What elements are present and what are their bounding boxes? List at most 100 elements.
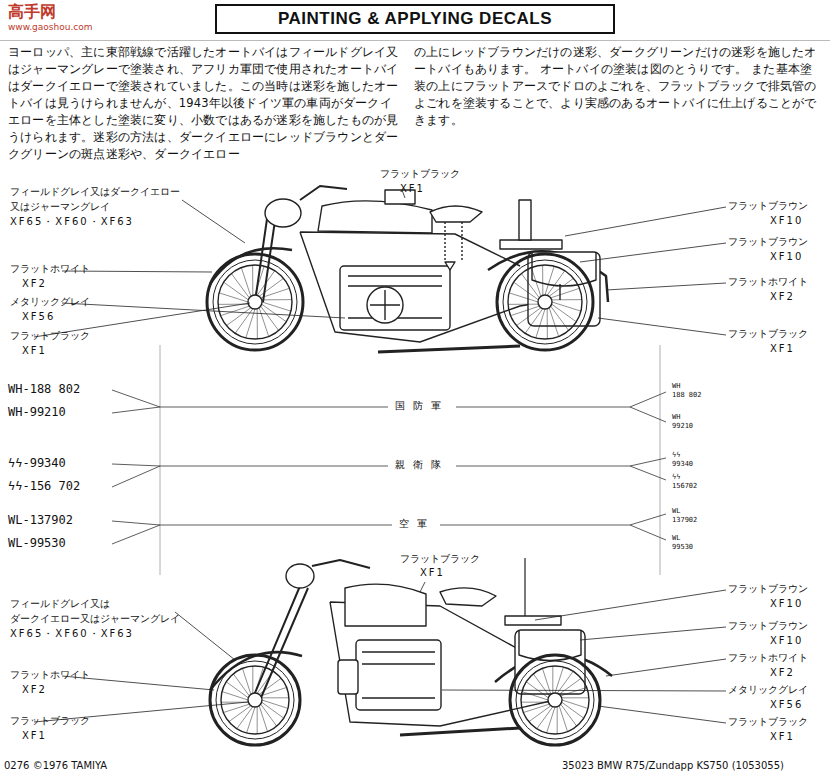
watermark: www.gaoshou.com bbox=[8, 22, 93, 33]
tire bbox=[210, 655, 300, 745]
watermark: 高手网 bbox=[8, 2, 56, 21]
decal-marking: 99340 bbox=[672, 460, 693, 468]
color-callout: フラットブラウン bbox=[728, 583, 808, 595]
color-callout: フラットブラウン bbox=[728, 236, 808, 248]
spoke bbox=[531, 268, 541, 297]
spoke bbox=[523, 704, 549, 712]
spoke bbox=[542, 265, 543, 295]
decal-marking: ϟϟ bbox=[672, 473, 680, 481]
spoke bbox=[549, 278, 573, 296]
spoke bbox=[549, 308, 559, 337]
decal-marking: WL-137902 bbox=[8, 513, 73, 527]
color-callout: メタリックグレイ bbox=[728, 684, 808, 696]
hub bbox=[538, 295, 552, 309]
paint-code: XF2 bbox=[22, 684, 47, 696]
color-callout: メタリックグレイ bbox=[10, 296, 90, 308]
spoke bbox=[259, 706, 267, 732]
spoke bbox=[255, 667, 263, 693]
decal-marking: 156702 bbox=[672, 482, 697, 490]
color-callout: ダークイエロー又はジャーマングレイ bbox=[10, 613, 180, 625]
title-box: PAINTING & APPLYING DECALS bbox=[215, 4, 615, 34]
tire-tread bbox=[503, 260, 587, 344]
spoke bbox=[262, 302, 291, 311]
spoke bbox=[509, 293, 538, 302]
spoke bbox=[522, 692, 548, 700]
paint-code: XF1 bbox=[770, 731, 795, 743]
spoke bbox=[536, 309, 545, 338]
decal-marking: WH bbox=[672, 413, 680, 421]
body-text: ヨーロッパ、主に東部戦線で活躍したオートバイはフィールドグレイ又はジャーマングレ… bbox=[8, 44, 400, 163]
paint-code: XF10 bbox=[770, 598, 803, 610]
paint-code: XF1 bbox=[22, 345, 47, 357]
decal-marking: WH-99210 bbox=[8, 405, 66, 419]
color-callout: フラットホワイト bbox=[728, 652, 808, 664]
spoke bbox=[559, 678, 581, 694]
color-callout: フラットブラウン bbox=[728, 620, 808, 632]
spoke bbox=[259, 278, 283, 296]
spoke bbox=[561, 687, 587, 695]
spoke bbox=[547, 309, 548, 339]
title-text: PAINTING & APPLYING DECALS bbox=[278, 9, 552, 28]
color-callout: フィールドグレイ又は bbox=[10, 598, 110, 610]
paint-code: XF1 bbox=[420, 567, 445, 579]
spoke bbox=[521, 274, 539, 298]
color-callout: フラットブラック bbox=[400, 553, 480, 565]
decal-marking: 99210 bbox=[672, 422, 693, 430]
spoke bbox=[261, 687, 287, 695]
tire bbox=[207, 254, 303, 350]
spoke bbox=[562, 700, 588, 708]
color-callout: 又はジャーマングレイ bbox=[10, 201, 110, 213]
spoke bbox=[521, 702, 548, 703]
spoke bbox=[545, 266, 554, 295]
tire bbox=[510, 655, 600, 745]
paint-code: XF1 bbox=[22, 730, 47, 742]
decal-marking: 137902 bbox=[672, 516, 697, 524]
footer-text: 35023 BMW R75/Zundapp KS750 (1053055) bbox=[562, 760, 784, 772]
decal-marking: ϟϟ-156 702 bbox=[8, 479, 80, 493]
paint-code: XF65・XF60・XF63 bbox=[10, 628, 134, 640]
wheels bbox=[207, 254, 600, 745]
spoke bbox=[242, 668, 250, 694]
hub bbox=[548, 693, 562, 707]
paint-code: XF1 bbox=[400, 183, 425, 195]
spoke bbox=[262, 299, 292, 300]
paint-code: XF2 bbox=[770, 667, 795, 679]
color-callout: フラットブラウン bbox=[728, 200, 808, 212]
spoke bbox=[511, 306, 540, 316]
spoke bbox=[517, 308, 541, 326]
rim bbox=[508, 265, 582, 339]
spoke bbox=[257, 707, 258, 734]
footer-text: 0276 ©1976 TAMIYA bbox=[4, 760, 107, 772]
spoke bbox=[261, 288, 290, 298]
tire bbox=[497, 254, 593, 350]
hub bbox=[248, 295, 262, 309]
paint-code: XF10 bbox=[770, 635, 803, 647]
spoke bbox=[551, 306, 569, 330]
tire-tread bbox=[213, 260, 297, 344]
color-callout: フラットホワイト bbox=[10, 263, 90, 275]
paint-code: XF56 bbox=[770, 699, 803, 711]
header-rule bbox=[0, 40, 830, 41]
spoke bbox=[255, 266, 264, 295]
spoke bbox=[219, 293, 248, 302]
spoke bbox=[533, 674, 549, 696]
color-callout: フラットブラック bbox=[728, 716, 808, 728]
color-callout: フィールドグレイ又はダークイエロー bbox=[10, 186, 180, 198]
rim bbox=[218, 265, 292, 339]
decal-marking: WL bbox=[672, 507, 680, 515]
tire-tread bbox=[516, 661, 594, 739]
decal-marking: ϟϟ bbox=[672, 451, 680, 459]
color-callout: フラットホワイト bbox=[10, 669, 90, 681]
unit-label: 空軍 bbox=[396, 518, 436, 530]
spoke bbox=[561, 704, 577, 726]
paint-code: XF56 bbox=[22, 311, 55, 323]
hub bbox=[248, 693, 262, 707]
spoke bbox=[562, 697, 589, 698]
spoke bbox=[222, 692, 248, 700]
spoke bbox=[259, 678, 281, 694]
rim bbox=[221, 666, 289, 734]
spoke bbox=[261, 306, 279, 330]
decal-marking: 99530 bbox=[672, 543, 693, 551]
paint-code: XF65・XF60・XF63 bbox=[10, 216, 134, 228]
